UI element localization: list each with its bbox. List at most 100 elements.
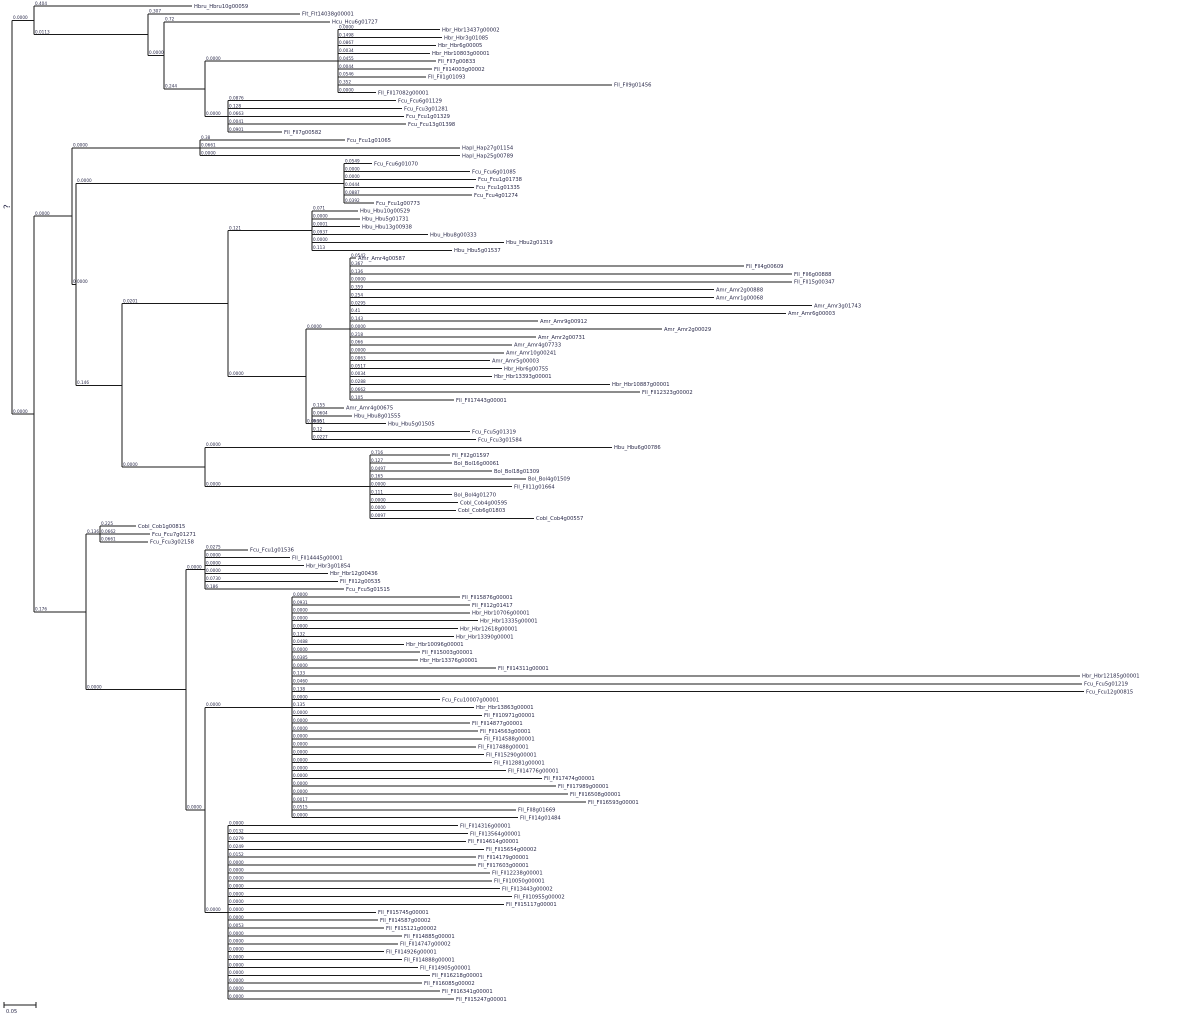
branch-support-label: 0.0034: [339, 48, 354, 53]
branch-support-label: 0.0604: [313, 411, 328, 416]
branch-support-label: 0.0000: [229, 939, 244, 944]
leaf-label: Fll_Fll15003g00001: [422, 650, 473, 656]
leaf-label: Fcu_Fcu6g01129: [398, 98, 442, 104]
leaf-label: Amr_Amr4g07733: [514, 343, 561, 349]
branch-support-label: 0.0000: [293, 608, 308, 613]
branch-support-label: 0.0661: [201, 143, 216, 148]
leaf-label: Fll_Fll10971g00001: [484, 713, 535, 719]
branch-support-label: 0.0000: [293, 623, 308, 628]
leaf-label: Fll_Fll14588g00001: [484, 737, 535, 743]
branch-support-label: 0.41: [351, 308, 361, 313]
branch-support-label: 0.0542: [351, 253, 366, 258]
branch-support-label: 0.0517: [351, 363, 366, 368]
leaf-label: Fll_Fll14926g00001: [386, 950, 437, 956]
branch-support-label: 0.0000: [345, 166, 360, 171]
node-support-label: 0.244: [165, 84, 177, 89]
leaf-label: Fcu_Fcu6g01070: [374, 161, 418, 167]
leaf-label: Fll_Fll16085g00002: [424, 981, 475, 987]
branch-support-label: 0.0000: [206, 560, 221, 565]
leaf-label: Fll_Fll17443g00001: [456, 398, 507, 404]
branch-support-label: 0.133: [293, 671, 305, 676]
leaf-label: Cobl_Cob6g01803: [458, 508, 505, 514]
branch-support-label: 0.0392: [345, 198, 360, 203]
leaf-label: Fll_Fll14614g00001: [468, 839, 519, 845]
branch-support-label: 0.0000: [339, 24, 354, 29]
scale-bar: 0.05: [3, 1002, 37, 1015]
leaf-label: Fll_Fll14905g00001: [420, 965, 471, 971]
branch-support-label: 0.071: [313, 206, 325, 211]
branch-support-label: 0.225: [101, 521, 113, 526]
branch-support-label: 0.132: [293, 631, 305, 636]
leaf-label: Fll_Fll12881g00001: [494, 760, 545, 766]
branch-support-label: 0.0000: [293, 742, 308, 747]
leaf-label: Amr_Amr2g00888: [716, 288, 763, 294]
branch-support-label: 0.0663: [229, 111, 244, 116]
leaf-label: Fll_Fll14179g00001: [478, 855, 529, 861]
leaf-label: Fll_Fll16218g00001: [432, 973, 483, 979]
node-support-label: 0.0000: [229, 371, 244, 376]
branch-support-label: 0.0000: [293, 592, 308, 597]
branch-support-label: 0.0863: [351, 355, 366, 360]
branch-support-label: 0.307: [149, 9, 161, 14]
leaf-label: Fll_Fll10050g00001: [494, 879, 545, 885]
branch-support-label: 0.0000: [293, 781, 308, 786]
branch-support-label: 0.0901: [229, 127, 244, 132]
branch-support-label: 0.0000: [293, 749, 308, 754]
branch-support-label: 0.352: [339, 80, 351, 85]
node-support-label: 0.0000: [87, 684, 102, 689]
branch-support-label: 0.0460: [293, 679, 308, 684]
branch-support-label: 0.155: [313, 403, 325, 408]
leaf-label: Cobl_Cob1g00815: [138, 524, 185, 530]
node-support-label: 0.0000: [35, 211, 50, 216]
branch-support-label: 0.0227: [313, 434, 328, 439]
node-support-label: 0.0666: [307, 418, 322, 423]
leaf-label: Fll_Fll13564g00001: [470, 831, 521, 837]
branch-support-label: 0.0000: [293, 694, 308, 699]
leaf-label: Hbr_Hbr10096g00001: [406, 642, 464, 648]
leaf-label: Fcu_Fcu7g01271: [152, 532, 196, 538]
leaf-label: Fll_Fll14587g00002: [380, 918, 431, 924]
branch-support-label: 0.0662: [101, 529, 116, 534]
leaf-label: Amr_Amr1g00068: [716, 295, 763, 301]
leaf-label: Fcu_Fcu6g01085: [472, 169, 516, 175]
node-support-label: 0.0000: [13, 15, 28, 20]
leaf-label: Amr_Amr6g00003: [788, 311, 835, 317]
branch-support-label: 0.0000: [293, 726, 308, 731]
leaf-label: Hbu_Hbu2g01319: [506, 240, 553, 246]
leaf-label: Fll_Fll15876g00001: [462, 595, 513, 601]
leaf-label: Fll_Fll14445g00001: [292, 555, 343, 561]
node-support-label: 0.0000: [77, 178, 92, 183]
leaf-label: Fll_Fll15121g00002: [386, 926, 437, 932]
branch-support-label: 0.0034: [351, 371, 366, 376]
leaf-label: Fll_Fll12238g00001: [492, 871, 543, 877]
branch-support-label: 0.0000: [313, 214, 328, 219]
branch-support-label: 0.0000: [351, 348, 366, 353]
branch-support-label: 0.367: [351, 261, 363, 266]
leaf-label: Amr_Amr10g00241: [506, 351, 556, 357]
leaf-label: Fcu_Fcu1g01329: [406, 114, 450, 120]
branch-support-label: 0.0385: [293, 655, 308, 660]
branch-support-label: 0.0515: [293, 805, 308, 810]
leaf-label: Hbr_Hbr13393g00001: [494, 374, 552, 380]
branch-support-label: 0.0000: [206, 552, 221, 557]
branch-support-label: 0.0017: [293, 797, 308, 802]
branch-support-label: 0.0546: [339, 72, 354, 77]
branch-support-label: 0.138: [293, 686, 305, 691]
leaf-label: Hcu_Hcu6g01727: [332, 20, 378, 26]
leaf-label: Hbu_Hbu6g00786: [614, 445, 661, 451]
branch-support-label: 0.0000: [351, 277, 366, 282]
branch-support-label: 0.0152: [229, 852, 244, 857]
leaf-label: Hbu_Hbu8g00333: [430, 232, 477, 238]
branch-support-label: 0.0000: [206, 442, 221, 447]
branch-support-label: 0.12: [313, 426, 323, 431]
leaf-label: Fll_Fll7g00833: [438, 59, 475, 65]
leaf-label: Amr_Amr2g00029: [664, 327, 711, 333]
leaf-label: Fll_Fll12g01417: [472, 603, 513, 609]
leaf-label: Hbr_Hbr12185g00001: [1082, 674, 1140, 680]
leaf-label: Hbr_Hbr10887g00001: [612, 382, 670, 388]
branch-support-label: 0.0000: [293, 718, 308, 723]
leaf-label: Fll_Fll10955g00002: [514, 894, 565, 900]
branch-support-label: 0.0488: [293, 639, 308, 644]
branch-support-label: 0.0053: [229, 923, 244, 928]
leaf-label: Hbu_Hbu10g00529: [360, 209, 410, 215]
